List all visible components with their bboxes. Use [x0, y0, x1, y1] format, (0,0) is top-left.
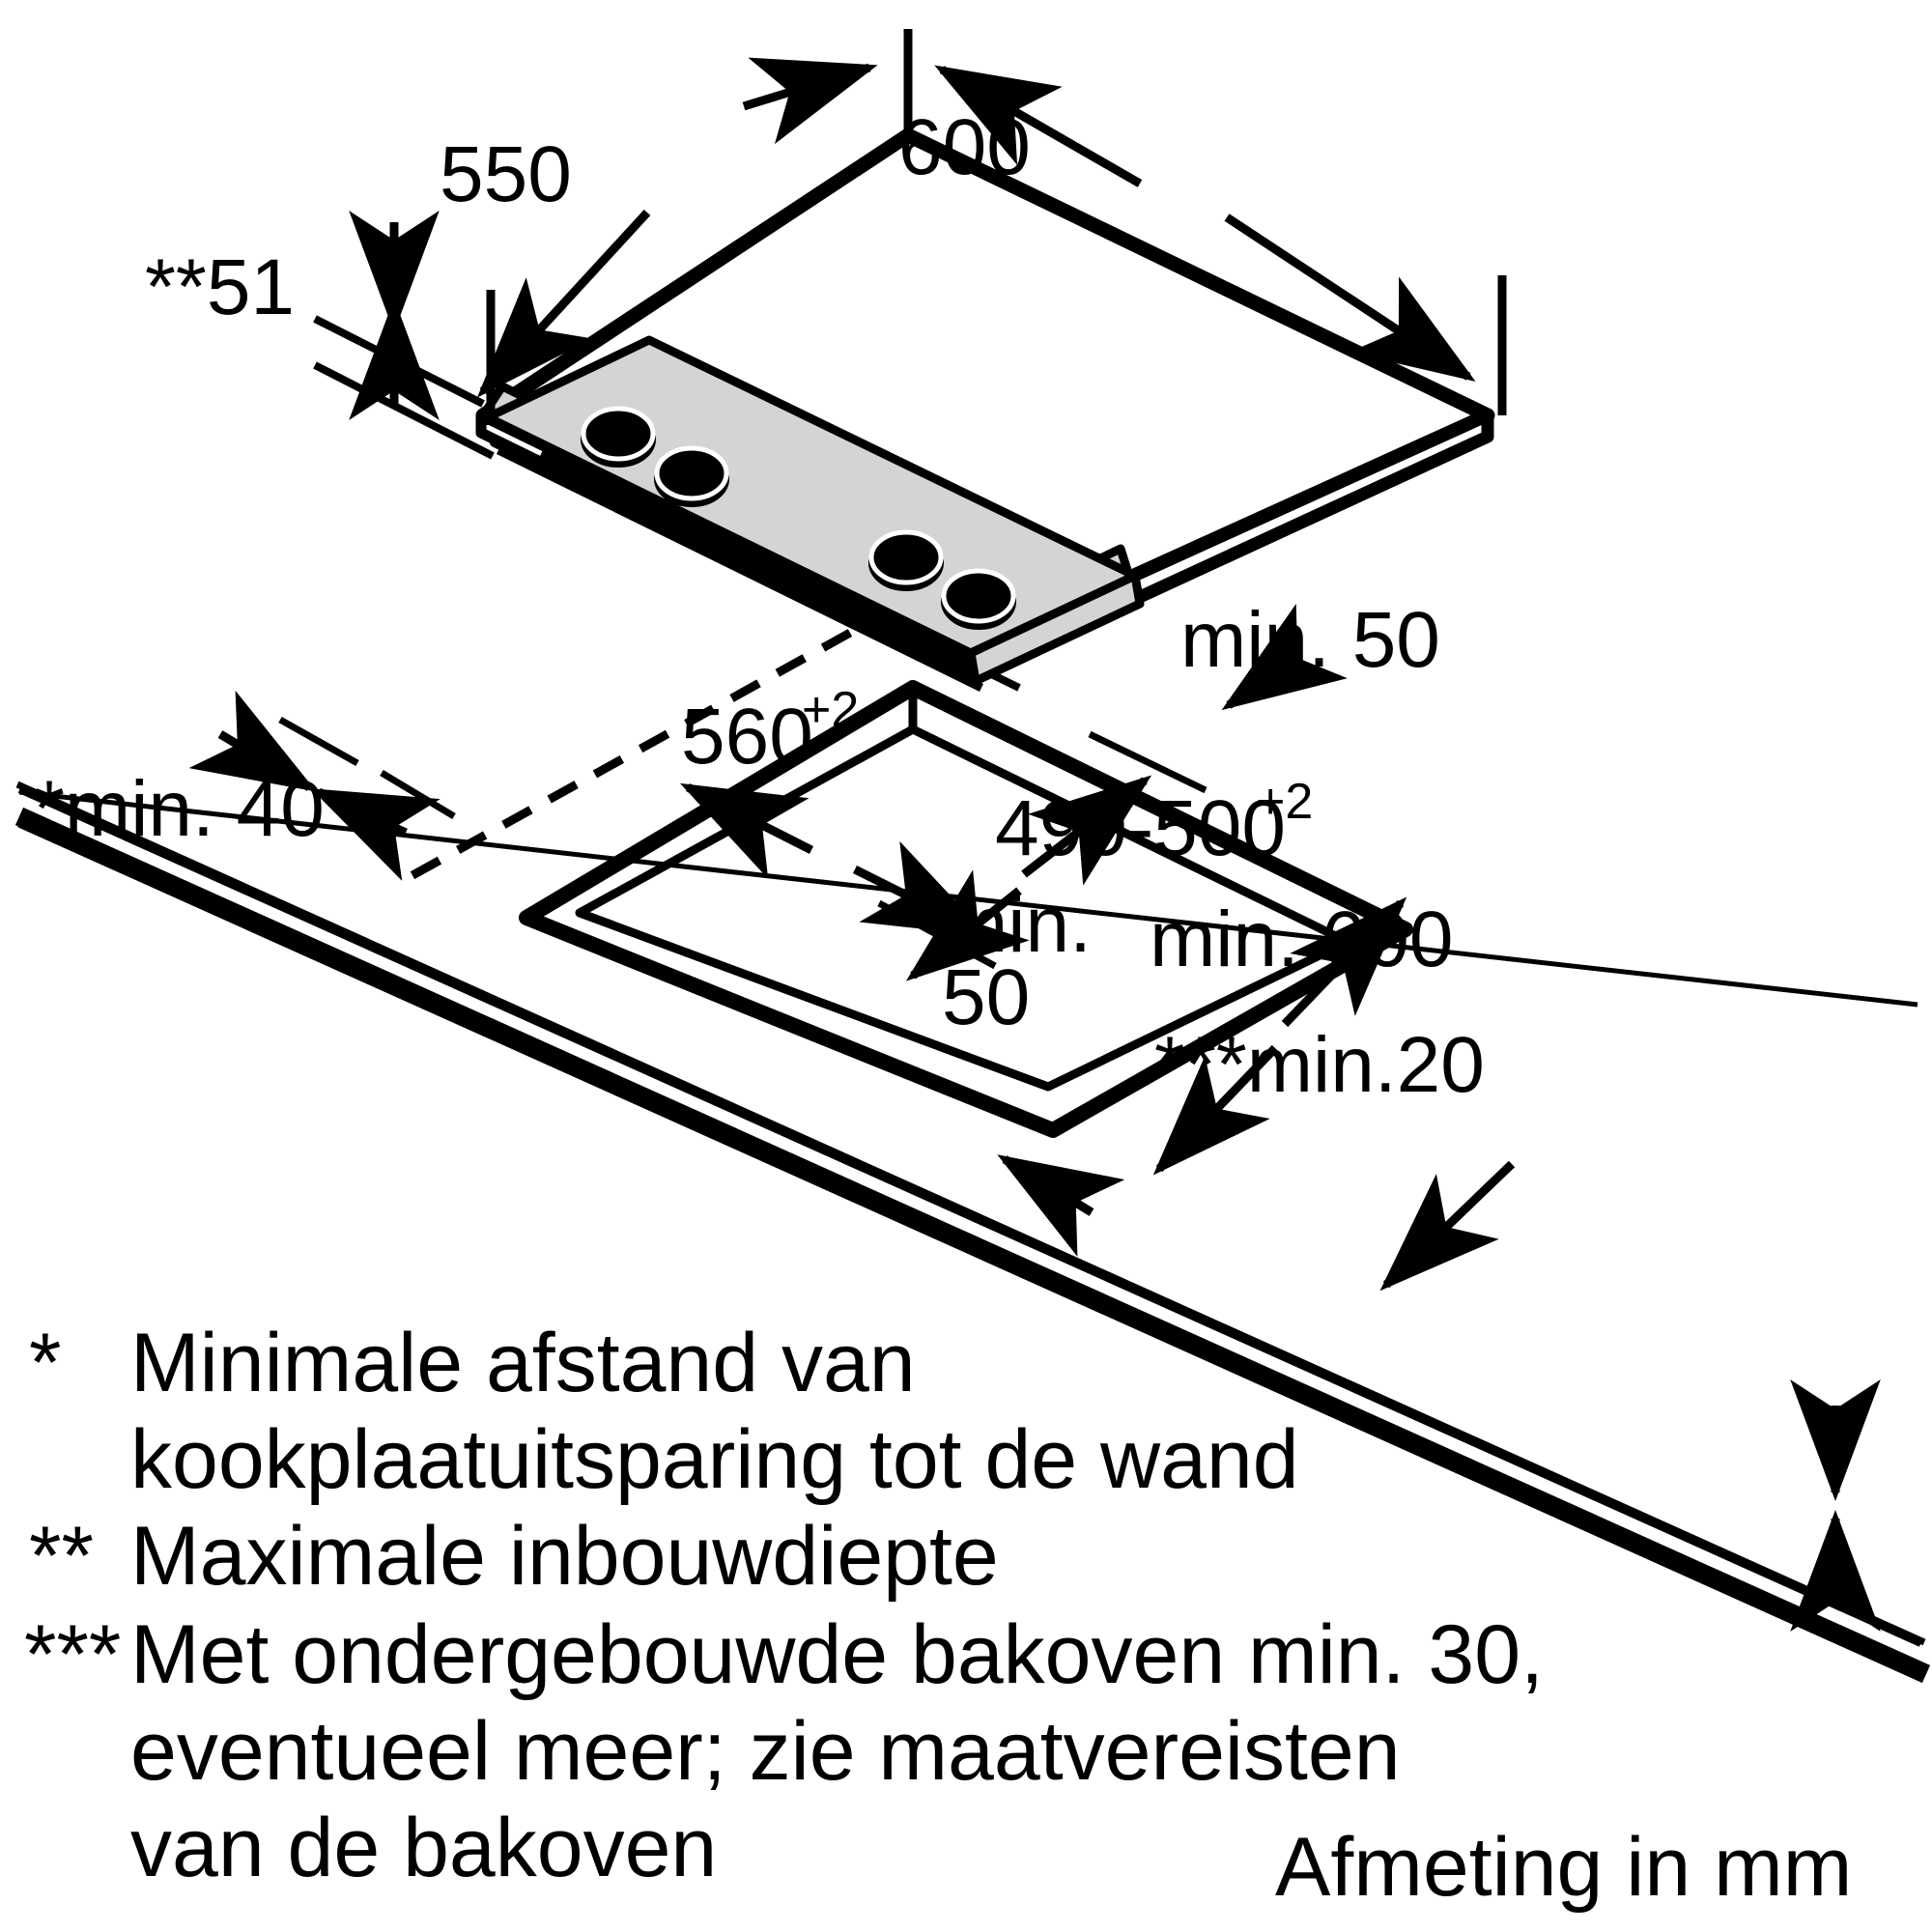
control-strip-thickness [966, 571, 1145, 686]
legend-mark-1: * [29, 1317, 61, 1409]
dim-490-ext-upper [1088, 730, 1208, 794]
dim-label-min-600: min. 600 [1150, 895, 1454, 983]
unit-note: Afmeting in mm [1275, 1821, 1852, 1914]
dim-label-51: **51 [145, 243, 295, 331]
dim-label-600: 600 [898, 103, 1031, 191]
dimension-min-50-rear [1221, 604, 1348, 711]
dim-min20-leader [1379, 1160, 1516, 1292]
control-knob-group [581, 406, 1016, 630]
dim-min50-side-arrow [997, 1154, 1125, 1257]
dim-label-min-50-side-line2: 50 [942, 953, 1030, 1041]
dimension-51 [313, 211, 495, 460]
legend-mark-3: *** [24, 1608, 121, 1701]
legend-text-1-line-2: kookplaatuitsparing tot de wand [130, 1413, 1299, 1506]
dim-min40-arrow-upper [188, 690, 317, 792]
dimension-min-50-side [997, 1154, 1125, 1257]
dim-min40-ext2 [380, 769, 456, 820]
dim-label-490-500: 490-500 [995, 784, 1286, 872]
dim-label-min-50-rear: min. 50 [1180, 596, 1440, 684]
cooktop-body [475, 128, 1495, 693]
legend-text-3-line-2: eventueel meer; zie maatvereisten [130, 1705, 1401, 1798]
legend-text-3-line-3: van de bakoven [130, 1802, 717, 1894]
control-knob-4-cap[interactable] [941, 568, 1016, 624]
legend-text-3-line-1: Met ondergebouwde bakoven min. 30, [130, 1608, 1544, 1701]
dim-label-560: 560 [681, 693, 813, 781]
control-strip-groove [539, 450, 1021, 692]
dim-550-arrow-lower [476, 209, 651, 398]
control-knob-2-cap[interactable] [654, 445, 729, 501]
dim-label-min-40: *min. 40 [34, 765, 325, 853]
dim-600-arrow-upper [934, 65, 1143, 187]
dim-550-arrow-upper [742, 57, 878, 145]
legend-text-2-line-1: Maximale inbouwdiepte [130, 1510, 999, 1603]
dim-label-490-500-tolerance: +2 [1256, 774, 1313, 830]
dim-min50-rear-arrow [1221, 604, 1348, 711]
dim-label-min-20: ***min.20 [1154, 1021, 1485, 1109]
dim-label-560-tolerance: +2 [802, 682, 859, 738]
dim-51-ext-top [313, 315, 485, 408]
dim-51-ext-bottom [313, 361, 495, 460]
dim-label-550: 550 [440, 130, 572, 218]
legend-mark-2: ** [29, 1510, 94, 1603]
dim-min40-ext1 [278, 716, 359, 767]
legend-text-1-line-1: Minimale afstand van [130, 1317, 916, 1409]
dim-600-arrow-lower [1224, 213, 1476, 382]
front-lip-inner-line [497, 445, 983, 693]
dimension-560 [679, 782, 989, 937]
control-knob-1-cap[interactable] [581, 406, 656, 462]
dimension-lines-top [476, 29, 1507, 425]
control-knob-3-cap[interactable] [868, 529, 944, 585]
